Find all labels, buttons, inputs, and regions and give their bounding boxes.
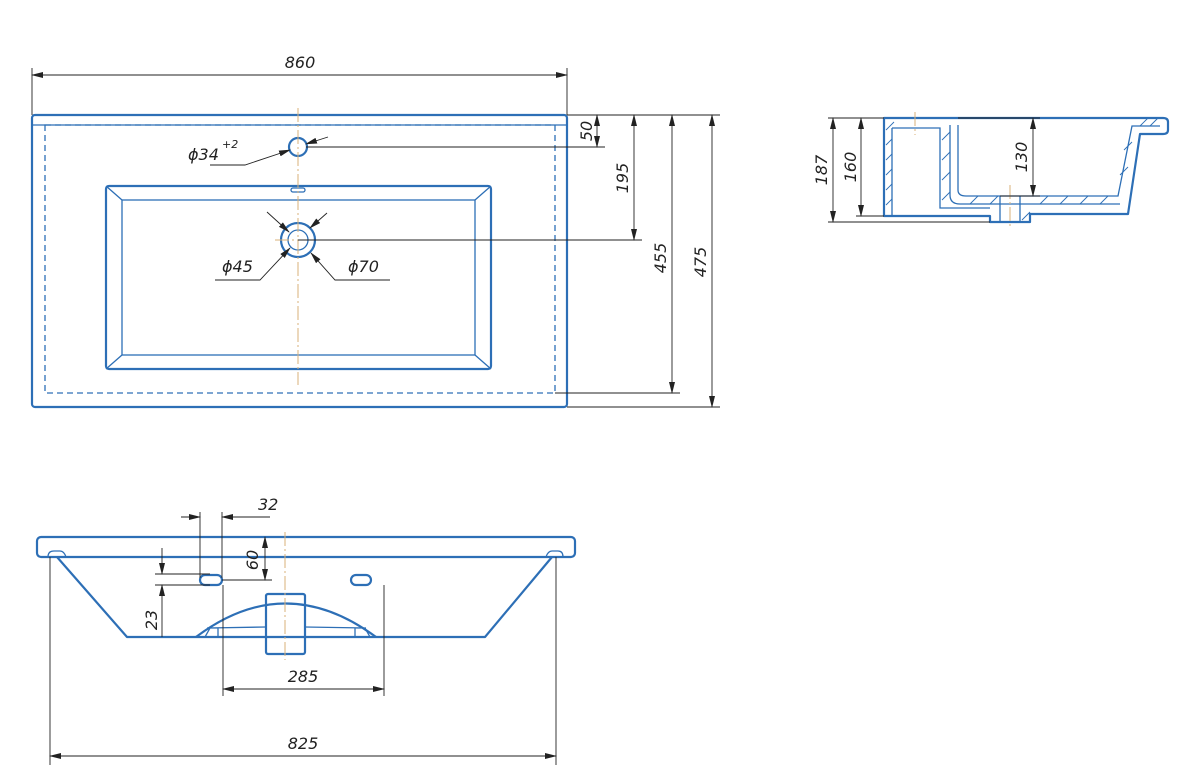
label-drain-70: ϕ70 [348, 257, 379, 276]
dim-285: 285 [288, 667, 319, 686]
side-view: 187 160 130 [812, 112, 1170, 228]
dim-32: 32 [258, 495, 278, 514]
label-drain-45: ϕ45 [222, 257, 253, 276]
front-view: 32 60 23 285 825 [35, 495, 577, 765]
dim-195: 195 [613, 163, 632, 194]
dim-130: 130 [1012, 142, 1031, 173]
dim-475: 475 [691, 247, 710, 278]
dim-455: 455 [651, 243, 670, 274]
dim-60: 60 [243, 550, 262, 570]
dim-187: 187 [812, 154, 831, 185]
slot-left [198, 573, 224, 587]
dim-160: 160 [841, 152, 860, 183]
slot-right [349, 573, 373, 587]
label-faucet-hole: ϕ34 [188, 145, 219, 164]
dim-860: 860 [285, 53, 316, 72]
dim-50: 50 [577, 121, 596, 141]
dim-23: 23 [142, 610, 161, 630]
label-faucet-tolerance: +2 [222, 138, 238, 151]
dim-825: 825 [288, 734, 319, 753]
top-view: 860 50 195 455 475 ϕ34 +2 ϕ45 ϕ70 [30, 53, 720, 409]
